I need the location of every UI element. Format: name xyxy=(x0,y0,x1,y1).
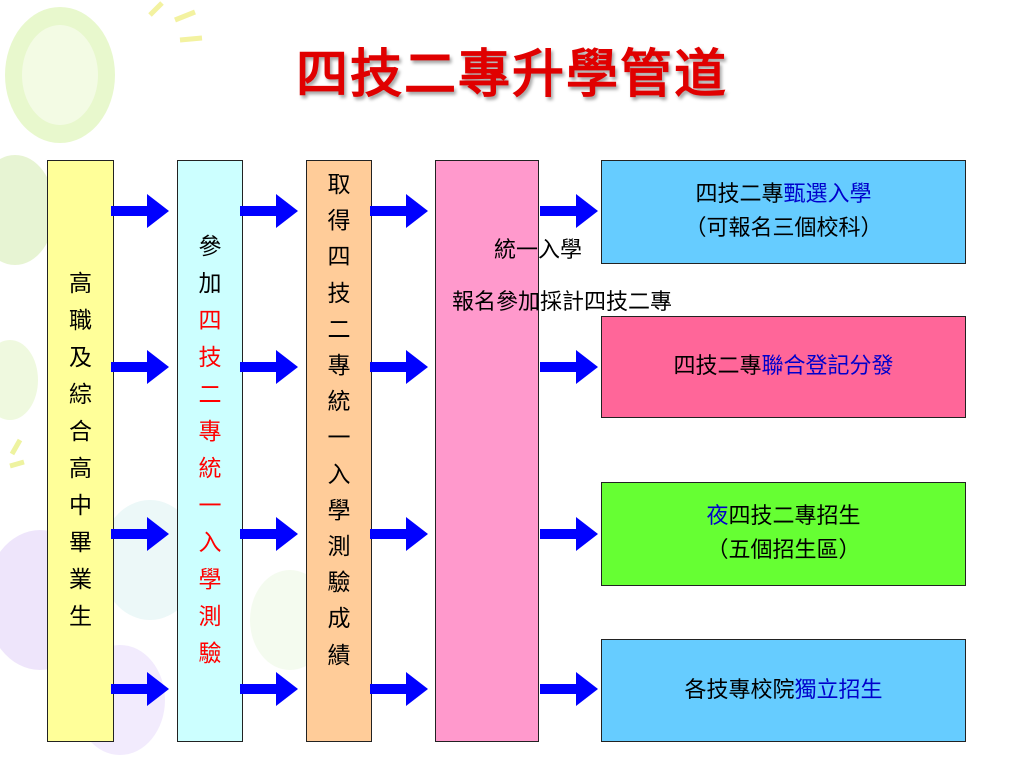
independent-admission-box: 各技專校院獨立招生 xyxy=(601,639,966,742)
selection-note: （可報名三個校科） xyxy=(684,216,883,241)
night-note: （五個招生區） xyxy=(706,538,861,563)
column-char: 入 xyxy=(198,530,222,556)
middle-text-line2: 報名參加採計四技二專 xyxy=(452,290,673,315)
joint-registration-box: 四技二專聯合登記分發 xyxy=(601,316,966,418)
column-char: 取 xyxy=(327,172,351,198)
night-admission-box: 夜四技二專招生 （五個招生區） xyxy=(601,482,966,586)
column-char: 統 xyxy=(198,456,222,482)
column-char: 學 xyxy=(327,497,351,524)
column-char: 生 xyxy=(69,604,92,630)
column-char: 二 xyxy=(327,316,351,343)
column-char: 一 xyxy=(327,425,351,452)
column-char: 四 xyxy=(327,244,351,271)
exam-score-box: 取得四技二專統一入學測驗成績 xyxy=(306,160,372,742)
column-char: 加 xyxy=(198,271,222,297)
column-char: 參 xyxy=(198,234,222,260)
selection-admission-box: 四技二專甄選入學 （可報名三個校科） xyxy=(601,160,966,264)
independent-label: 獨立招生 xyxy=(794,677,883,703)
column-char: 中 xyxy=(69,493,92,519)
middle-text-line1: 統一入學 xyxy=(494,238,583,263)
graduates-box: 高職及綜合高中畢業生 xyxy=(47,160,114,742)
column-char: 合 xyxy=(69,419,92,445)
night-suffix: 四技二專招生 xyxy=(728,504,861,529)
column-char: 職 xyxy=(69,308,92,334)
selection-label: 甄選入學 xyxy=(783,182,872,207)
column-char: 測 xyxy=(198,604,222,630)
column-char: 驗 xyxy=(198,641,222,667)
joint-prefix: 四技二專 xyxy=(673,354,762,379)
column-char: 專 xyxy=(198,419,222,445)
column-char: 綜 xyxy=(69,382,92,408)
column-char: 專 xyxy=(327,353,351,380)
joint-label: 聯合登記分發 xyxy=(761,354,894,379)
column-char: 及 xyxy=(69,345,92,371)
column-char: 四 xyxy=(198,308,222,334)
column-char: 一 xyxy=(198,493,222,519)
column-char: 畢 xyxy=(69,530,92,556)
column-char: 技 xyxy=(198,345,222,371)
take-exam-box: 參加四技二專統一入學測驗 xyxy=(177,160,243,742)
registration-box xyxy=(435,160,539,742)
page-title: 四技二專升學管道 xyxy=(295,44,728,105)
night-label: 夜 xyxy=(706,504,729,529)
column-char: 技 xyxy=(327,280,351,307)
column-char: 績 xyxy=(327,642,351,669)
column-char: 得 xyxy=(327,208,351,235)
column-char: 業 xyxy=(69,567,92,593)
column-char: 學 xyxy=(198,567,222,593)
independent-prefix: 各技專校院 xyxy=(684,677,795,703)
column-char: 成 xyxy=(327,606,351,633)
column-char: 入 xyxy=(327,461,351,488)
column-char: 二 xyxy=(198,382,222,408)
column-char: 測 xyxy=(327,534,351,561)
selection-prefix: 四技二專 xyxy=(695,182,784,207)
column-char: 驗 xyxy=(327,570,351,597)
column-char: 高 xyxy=(69,271,92,297)
column-char: 統 xyxy=(327,389,351,416)
column-char: 高 xyxy=(69,456,92,482)
